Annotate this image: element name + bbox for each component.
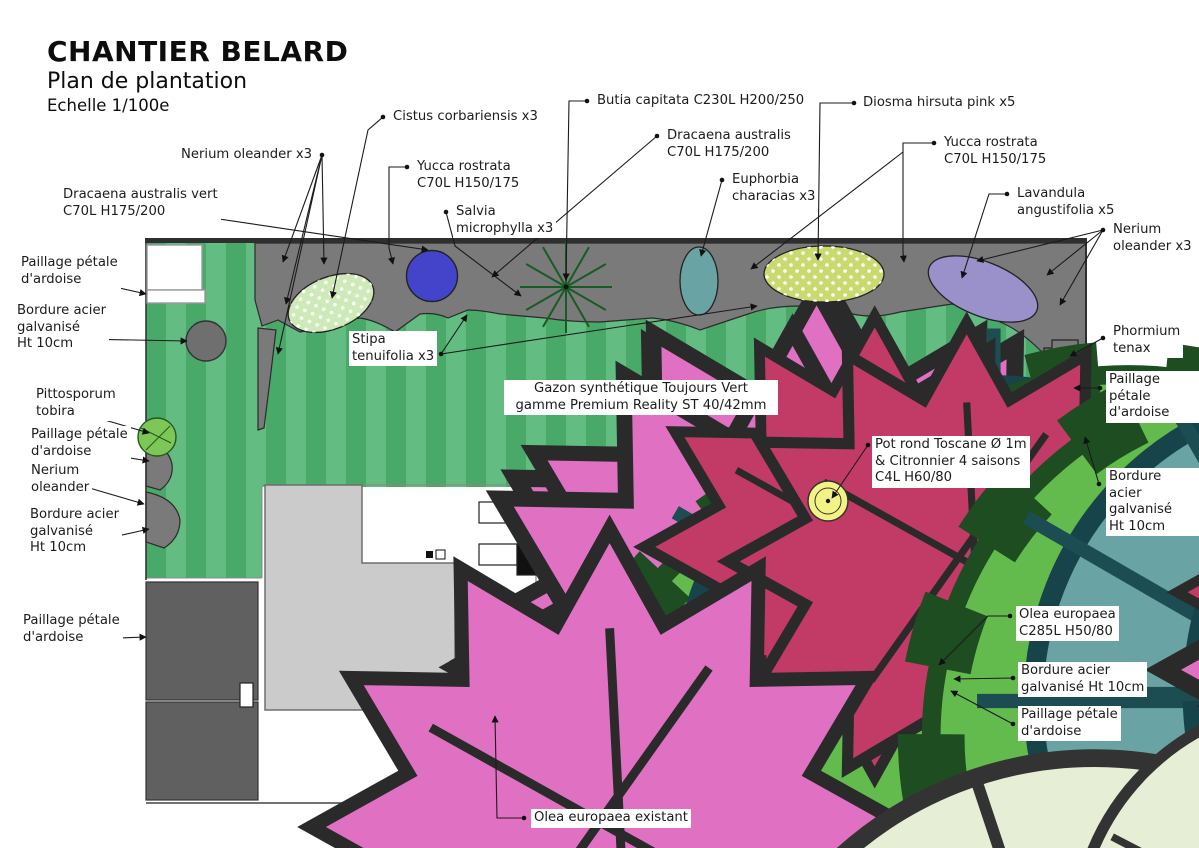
label-olea-existant: Olea europaea existant bbox=[531, 809, 691, 828]
cistus-corbariensis bbox=[287, 272, 375, 334]
paillage-dark-areas bbox=[145, 581, 259, 801]
label-bordure-l1: Bordure acier galvanisé Ht 10cm bbox=[14, 302, 110, 354]
page-title: CHANTIER BELARD bbox=[47, 35, 349, 68]
label-nerium-left: Nerium oleander bbox=[28, 462, 93, 498]
label-stipa: Stipa tenuifolia x3 bbox=[349, 331, 438, 367]
label-paillage-tl: Paillage pétale d'ardoise bbox=[18, 254, 121, 290]
label-bordure-r1: Bordure acier galvanisé Ht 10cm bbox=[1106, 468, 1199, 537]
label-paillage-r1: Paillage pétale d'ardoise bbox=[1106, 371, 1199, 423]
label-bordure-l2: Bordure acier galvanisé Ht 10cm bbox=[27, 506, 123, 558]
label-butia: Butia capitata C230L H200/250 bbox=[594, 92, 808, 111]
label-yucca-left: Yucca rostrata C70L H150/175 bbox=[414, 158, 523, 194]
label-paillage-l3: Paillage pétale d'ardoise bbox=[20, 612, 123, 648]
label-pittosporum: Pittosporum tobira bbox=[33, 386, 119, 422]
label-dracaena-center: Dracaena australis C70L H175/200 bbox=[664, 127, 794, 163]
label-gazon: Gazon synthétique Toujours Vert gamme Pr… bbox=[504, 380, 778, 416]
label-bordure-r2: Bordure acier galvanisé Ht 10cm bbox=[1018, 662, 1148, 698]
page-subtitle: Plan de plantation bbox=[47, 69, 248, 94]
label-cistus: Cistus corbariensis x3 bbox=[390, 108, 541, 127]
pittosporum-tobira bbox=[137, 417, 177, 457]
lavandula-angustifolia bbox=[927, 255, 1039, 323]
label-lavandula: Lavandula angustifolia x5 bbox=[1014, 185, 1118, 221]
label-yucca-right: Yucca rostrata C70L H150/175 bbox=[941, 134, 1050, 170]
label-salvia: Salvia microphylla x3 bbox=[453, 203, 557, 239]
plan-top-border bbox=[145, 238, 1086, 243]
leader-dots bbox=[71, 98, 1106, 821]
label-paillage-l2: Paillage pétale d'ardoise bbox=[28, 426, 131, 462]
label-nerium-right: Nerium oleander x3 bbox=[1110, 221, 1195, 257]
label-nerium-top: Nerium oleander x3 bbox=[178, 146, 316, 165]
pot-citronnier bbox=[807, 480, 849, 522]
dracaena-australis-vert bbox=[405, 249, 459, 303]
label-euphorbia: Euphorbia characias x3 bbox=[729, 171, 819, 207]
plants bbox=[137, 241, 1199, 848]
label-diosma: Diosma hirsuta pink x5 bbox=[860, 94, 1019, 113]
label-olea-right: Olea europaea C285L H50/80 bbox=[1016, 606, 1119, 642]
label-pot: Pot rond Toscane Ø 1m & Citronnier 4 sai… bbox=[872, 436, 1030, 488]
page-scale: Echelle 1/100e bbox=[47, 96, 170, 115]
label-phormium: Phormium tenax bbox=[1110, 323, 1184, 359]
slate-mulch-circle bbox=[185, 320, 227, 362]
existing-structure bbox=[146, 244, 206, 304]
label-paillage-r2: Paillage pétale d'ardoise bbox=[1018, 706, 1121, 742]
diosma-hirsuta bbox=[763, 245, 885, 303]
title-block: CHANTIER BELARD Plan de plantation Echel… bbox=[47, 36, 348, 116]
euphorbia-characias bbox=[679, 246, 719, 316]
label-dracaena-vert: Dracaena australis vert C70L H175/200 bbox=[60, 186, 221, 222]
